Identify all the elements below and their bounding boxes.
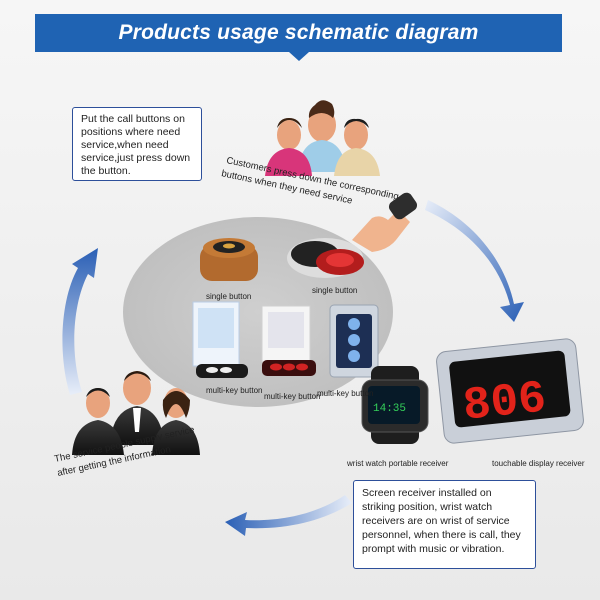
display-digits: 806 xyxy=(461,372,549,432)
multi-key-button-2 xyxy=(261,305,316,376)
note-top-left: Put the call buttons on positions where … xyxy=(72,107,202,181)
arrow-left xyxy=(62,248,98,395)
page-title: Products usage schematic diagram xyxy=(118,21,479,44)
single-button-wood xyxy=(200,238,258,281)
multi-key-button-1 xyxy=(192,301,248,378)
multi-key-button-3 xyxy=(329,304,379,378)
label-multi-key-1: multi-key button xyxy=(206,386,263,395)
label-single-button-2: single button xyxy=(312,286,358,295)
label-single-button-1: single button xyxy=(206,292,252,301)
arrow-bottom-right xyxy=(225,495,352,536)
note-bottom-right: Screen receiver installed on striking po… xyxy=(353,480,536,569)
label-display: touchable display receiver xyxy=(492,459,585,468)
label-watch: wrist watch portable receiver xyxy=(347,459,449,468)
display-receiver-icon xyxy=(436,338,584,444)
single-button-red xyxy=(287,238,364,278)
wrist-watch-icon xyxy=(361,366,429,444)
label-multi-key-3: multi-key button xyxy=(317,389,374,398)
arrow-top-right xyxy=(425,200,524,322)
page-title-banner: Products usage schematic diagram xyxy=(35,14,562,52)
hand-icon xyxy=(352,192,418,252)
watch-time: 14:35 xyxy=(373,403,406,415)
service-people-icon xyxy=(72,371,200,455)
label-multi-key-2: multi-key button xyxy=(264,392,321,401)
banner-notch xyxy=(289,52,309,61)
customers-icon xyxy=(265,100,380,176)
